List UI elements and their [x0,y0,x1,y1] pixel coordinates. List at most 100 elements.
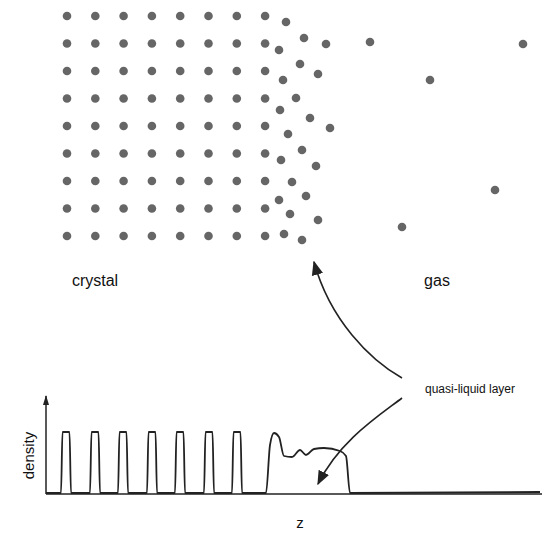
atom-dot [176,232,185,241]
atom-dot [261,39,270,48]
atom-dot [276,106,285,115]
atom-dot [233,39,242,48]
atom-dot [119,177,128,186]
atom-dot [426,76,435,85]
atom-dot [261,67,270,76]
atom-dot [233,204,242,213]
atom-dot [119,204,128,213]
atom-dot [204,94,213,103]
atom-dot [314,216,323,225]
atom-dot [275,196,284,205]
region-label: crystal [72,273,118,289]
atom-dot [204,12,213,21]
atom-dot [63,204,72,213]
atom-dot [119,67,128,76]
atom-dot [204,149,213,158]
atom-dot [91,177,100,186]
atom-dot [91,39,100,48]
atom-dot [261,122,270,131]
atom-dot [233,67,242,76]
atom-dot [366,38,375,47]
atom-dot [261,12,270,21]
atom-dot [298,146,307,155]
atom-dot [261,204,270,213]
atom-dot [233,94,242,103]
atom-dot [91,232,100,241]
density-plot [46,396,542,494]
atom-dot [91,149,100,158]
atom-dot [63,177,72,186]
atom-dot [204,122,213,131]
atom-dot [204,232,213,241]
atom-dot [119,12,128,21]
atom-dot [275,46,284,55]
atom-dot [296,60,305,69]
atom-dot [204,177,213,186]
density-curve [46,432,540,493]
atom-dot [119,232,128,241]
atom-dot [91,12,100,21]
atom-dot [298,236,307,245]
atom-dot [288,178,297,187]
leader-arrow [314,262,402,378]
atom-dot [91,67,100,76]
atom-dot [91,94,100,103]
atom-dot [322,40,331,49]
atom-dot [63,122,72,131]
atom-dot [292,94,301,103]
atom-dot [261,149,270,158]
atom-dot [63,149,72,158]
atom-dot [148,67,157,76]
atom-dot [63,94,72,103]
atom-dot [204,204,213,213]
atom-dot [148,204,157,213]
atom-dot [233,12,242,21]
density-axis [45,396,47,494]
atom-dot [119,149,128,158]
atom-dot [204,39,213,48]
region-label: gas [424,273,450,289]
atom-dot [148,149,157,158]
atom-dot [491,186,500,195]
atom-dot [233,177,242,186]
atom-dot [204,67,213,76]
atom-dot [91,204,100,213]
atom-dot [176,149,185,158]
atom-dot [91,122,100,131]
atom-dot [176,39,185,48]
atom-dot [286,210,295,219]
atom-dot [277,156,286,165]
atom-dot [63,12,72,21]
atom-dot [176,204,185,213]
atom-dot [148,122,157,131]
atom-dot [119,122,128,131]
leader-arrow [318,398,402,484]
atom-dot [148,12,157,21]
atom-dot [279,76,288,85]
atom-dot [519,40,528,49]
atom-dot [63,232,72,241]
atom-dot [314,70,323,79]
atom-dot [261,232,270,241]
atom-dot [148,94,157,103]
axis-label: z [296,515,304,530]
atom-dot [176,122,185,131]
atom-dot [148,39,157,48]
atom-dot [176,177,185,186]
atom-dot [148,177,157,186]
atom-dot [176,94,185,103]
atom-dot [233,232,242,241]
atom-dot [233,149,242,158]
atom-dot [302,192,311,201]
atom-dot [261,177,270,186]
atom-dot [148,232,157,241]
atom-dots [63,12,528,245]
atom-dot [176,67,185,76]
atom-dot [300,34,309,43]
atom-dot [176,12,185,21]
atom-dot [63,39,72,48]
atom-dot [280,230,289,239]
atom-dot [119,39,128,48]
